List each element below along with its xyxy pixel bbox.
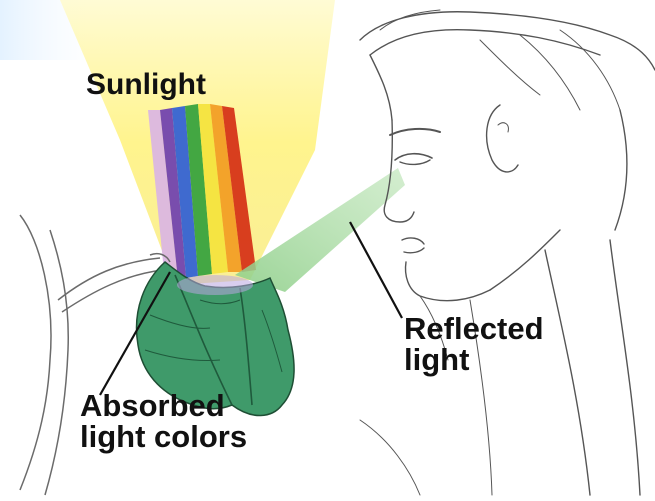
reflected-light-label: Reflected light xyxy=(404,313,544,375)
absorbed-colors-label-line-1: Absorbed xyxy=(80,390,247,421)
reflected-light-label-line-2: light xyxy=(404,344,544,375)
sunlight-label: Sunlight xyxy=(86,70,206,100)
absorbed-colors-label-line-2: light colors xyxy=(80,421,247,452)
reflected-leader-line xyxy=(350,222,402,318)
reflected-light-label-line-1: Reflected xyxy=(404,313,544,344)
absorbed-colors-label: Absorbed light colors xyxy=(80,390,247,452)
face-sketch-icon xyxy=(360,10,655,495)
